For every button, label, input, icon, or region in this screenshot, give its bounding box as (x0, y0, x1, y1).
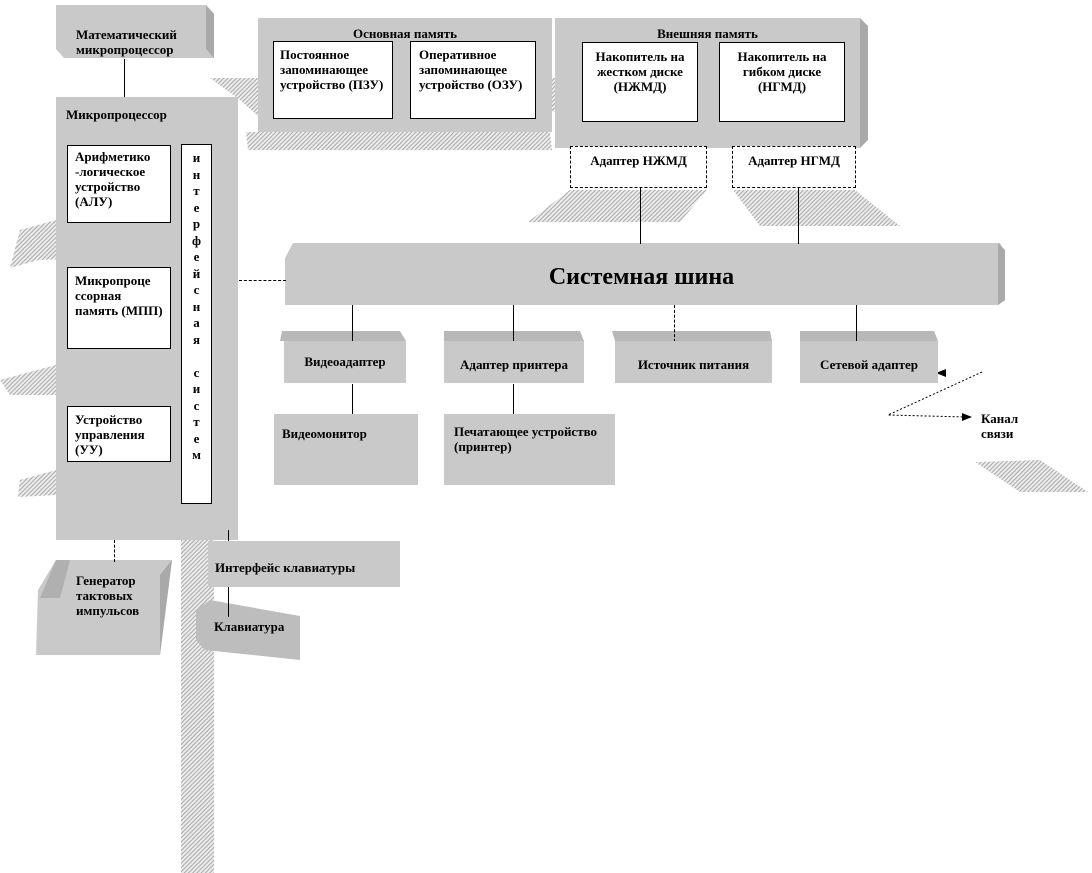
video-adapter-label: Видеоадаптер (304, 354, 386, 369)
hdd-label: Накопитель на жестком диске (НЖМД) (595, 49, 685, 94)
rom-label: Постоянное запоминающее устройство (ПЗУ) (280, 47, 384, 92)
printer-adapter-label: Адаптер принтера (459, 357, 568, 372)
connector-line (513, 384, 514, 414)
keyboard-interface-label: Интерфейс клавиатуры (215, 560, 356, 575)
power-supply-label: Источник питания (637, 357, 750, 372)
network-adapter-block: Сетевой адаптер (800, 341, 938, 383)
main-memory-title: Основная память (353, 26, 457, 41)
rom-block: Постоянное запоминающее устройство (ПЗУ) (273, 41, 393, 119)
fdd-label: Накопитель на гибком диске (НГМД) (737, 49, 827, 94)
connector-line (674, 305, 675, 342)
power-supply-block: Источник питания (615, 341, 772, 383)
math-coprocessor-label: Математический микропроцессор (76, 27, 177, 57)
external-memory-block: Внешняя память Накопитель на жестком дис… (555, 18, 860, 148)
main-memory-block: Основная память Постоянное запоминающее … (258, 18, 552, 132)
connector-line (856, 305, 857, 342)
keyboard-interface-block: Интерфейс клавиатуры (208, 541, 400, 587)
interface-system-label: и н т е р ф е й с н а я с и с т е м (192, 150, 201, 462)
connector-line (352, 384, 353, 414)
hdd-adapter-label: Адаптер НЖМД (590, 153, 687, 168)
clock-generator-label: Генератор тактовых импульсов (76, 573, 140, 618)
mpp-block: Микропроце ссорная память (МПП) (67, 267, 171, 349)
video-adapter-block: Видеоадаптер (284, 341, 406, 383)
interface-system-block: и н т е р ф е й с н а я с и с т е м (181, 144, 212, 504)
connector-line (239, 280, 286, 281)
hdd-adapter-block: Адаптер НЖМД (570, 146, 707, 188)
connector-line (513, 305, 514, 342)
connector-line (228, 530, 229, 542)
microprocessor-title: Микропроцессор (66, 107, 167, 122)
printer-label: Печатающее устройство (принтер) (454, 424, 598, 454)
fdd-adapter-label: Адаптер НГМД (748, 153, 840, 168)
video-monitor-label: Видеомонитор (282, 426, 367, 441)
network-adapter-label: Сетевой адаптер (820, 357, 918, 372)
connector-line (124, 59, 125, 97)
ram-label: Оперативное запоминающее устройство (ОЗУ… (419, 47, 523, 92)
cu-label: Устройство управления (УУ) (75, 412, 145, 457)
fdd-block: Накопитель на гибком диске (НГМД) (719, 42, 845, 122)
fdd-adapter-block: Адаптер НГМД (732, 146, 856, 188)
external-memory-title: Внешняя память (657, 26, 758, 41)
connector-line (798, 188, 799, 244)
alu-label: Арифметико -логическое устройство (АЛУ) (75, 149, 151, 209)
connector-line (352, 305, 353, 342)
connector-line (114, 540, 115, 562)
mpp-label: Микропроце ссорная память (МПП) (75, 273, 163, 318)
microprocessor-block: Микропроцессор Арифметико -логическое ус… (56, 97, 238, 540)
cu-block: Устройство управления (УУ) (67, 406, 171, 462)
keyboard-label: Клавиатура (214, 619, 285, 634)
connector-line (228, 587, 229, 617)
printer-adapter-block: Адаптер принтера (444, 341, 584, 383)
ram-block: Оперативное запоминающее устройство (ОЗУ… (410, 41, 536, 119)
alu-block: Арифметико -логическое устройство (АЛУ) (67, 145, 171, 223)
hdd-block: Накопитель на жестком диске (НЖМД) (582, 42, 698, 122)
connector-line (640, 188, 641, 244)
channel-label: Канал связи (981, 411, 1019, 441)
system-bus-label: Системная шина (548, 264, 735, 290)
video-monitor-block: Видеомонитор (274, 414, 418, 485)
printer-block: Печатающее устройство (принтер) (444, 414, 615, 485)
